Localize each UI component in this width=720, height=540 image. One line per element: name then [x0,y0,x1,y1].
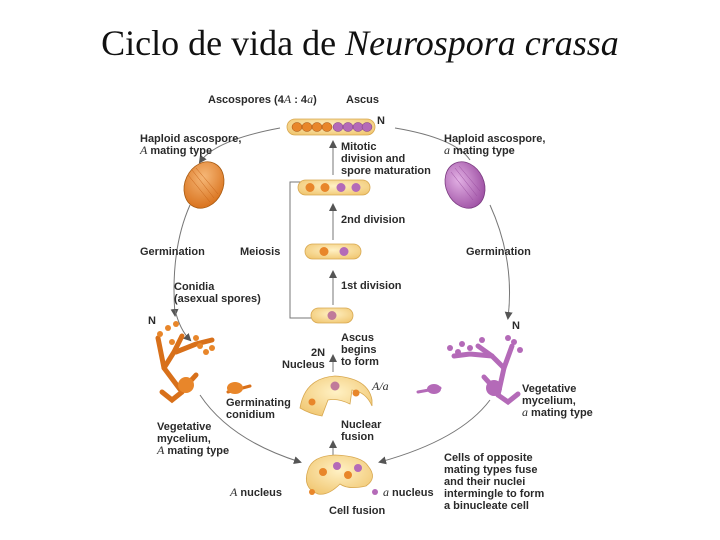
label-germinating-1: Germinating [226,397,291,409]
ascus-top [286,118,376,136]
label-haploid-left-1: Haploid ascospore, [140,133,241,145]
title-species: Neurospora crassa [345,23,619,63]
purple-germinating-conidium [416,384,442,394]
label-second-division: 2nd division [341,214,405,226]
label-haploid-right-2: a mating type [444,143,515,157]
label-veg-left-3: A mating type [156,443,229,457]
arc-left-down [170,204,191,317]
label-conidia-2: (asexual spores) [174,293,261,305]
label-cell-fusion: Cell fusion [329,505,386,517]
label-conidia-1: Conidia [174,281,215,293]
purple-ascospore [444,161,486,209]
arc-top-left [198,127,281,164]
arc-bottom-left [199,394,302,465]
arc-top-right [394,127,471,161]
label-a-nucleus-right: a nucleus [383,485,434,499]
orange-ascospore [183,161,225,209]
label-n-right: N [512,320,520,332]
label-first-division: 1st division [341,280,402,292]
label-cells-2: mating types fuse [444,464,538,476]
label-ascus: Ascus [346,94,379,106]
label-2n: 2N [311,347,325,359]
label-cells-3: and their nuclei [444,476,525,488]
label-germination-right: Germination [466,246,531,258]
label-mitotic-3: spore maturation [341,165,431,177]
label-meiosis: Meiosis [240,246,280,258]
label-nuclear-fusion-2: fusion [341,431,374,443]
label-haploid-left-2: A mating type [139,143,212,157]
orange-mycelium-spores [157,321,215,393]
hook-cell-fusion [299,375,373,417]
label-veg-right-1: Vegetative [522,383,576,395]
title-prefix: Ciclo de vida de [101,23,346,63]
cell-fusion-binucleate [305,454,378,495]
orange-mycelium [155,333,215,404]
label-veg-left-1: Vegetative [157,421,211,433]
label-germinating-2: conidium [226,409,275,421]
ascus-2-nuclei [304,243,362,260]
label-cells-4: intermingle to form [444,488,544,500]
germinating-conidium [226,382,252,394]
ascus-4-nuclei [297,179,371,196]
arc-bottom-right [378,399,491,465]
arc-conidia [174,309,192,342]
purple-mycelium-spores [447,335,523,396]
label-n-left: N [148,315,156,327]
label-nucleus: Nucleus [282,359,325,371]
label-cells-1: Cells of opposite [444,452,533,464]
label-veg-right-2: mycelium, [522,395,576,407]
label-veg-right-3: a mating type [522,405,593,419]
label-haploid-right-1: Haploid ascospore, [444,133,545,145]
slide-title: Ciclo de vida de Neurospora crassa [0,22,720,64]
label-n-top: N [377,115,385,127]
label-ascus-begins-1: Ascus [341,332,374,344]
label-a-over-a: A/a [371,379,389,393]
label-veg-left-2: mycelium, [157,433,211,445]
purple-mycelium [451,343,521,406]
label-mitotic-1: Mitotic [341,141,376,153]
label-ascospores: Ascospores (4A : 4a) [208,92,317,106]
label-germination-left: Germination [140,246,205,258]
label-mitotic-2: division and [341,153,405,165]
label-ascus-begins-3: to form [341,356,379,368]
arc-right-down [489,204,513,320]
ascus-young [310,307,354,324]
label-a-nucleus-left: A nucleus [229,485,282,499]
label-ascus-begins-2: begins [341,344,376,356]
label-cells-5: a binucleate cell [444,500,529,512]
label-nuclear-fusion-1: Nuclear [341,419,382,431]
